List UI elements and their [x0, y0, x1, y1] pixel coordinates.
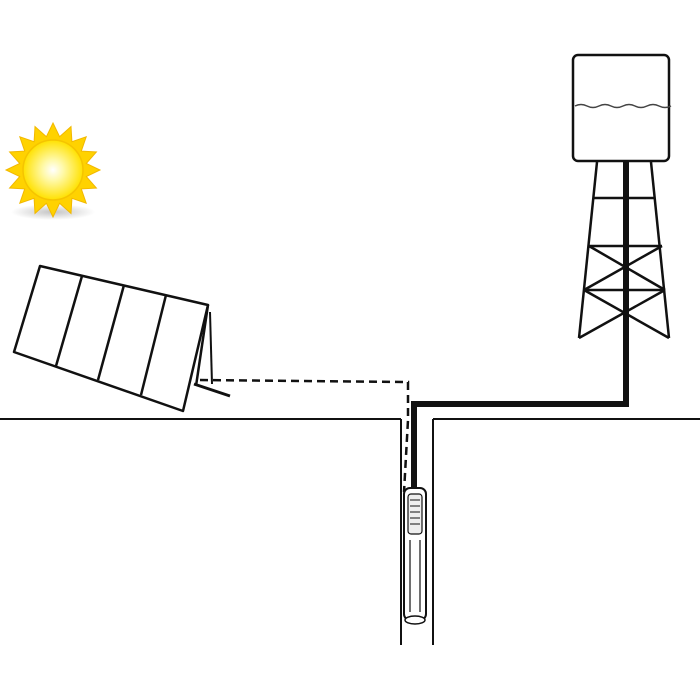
solar-panel-icon [12, 264, 231, 413]
tank-water-level [574, 103, 672, 109]
panel-stand-base [193, 382, 231, 398]
tower-brace [578, 288, 666, 340]
pump-icon [403, 487, 427, 625]
tower-leg-left [577, 161, 599, 339]
panel-stand-strut [209, 311, 213, 385]
borehole [400, 419, 434, 645]
tower-brace [583, 244, 663, 292]
water-pipe [411, 162, 629, 492]
panel-divider [54, 275, 84, 367]
pump-base [404, 615, 426, 625]
panel-stand-leg [194, 304, 210, 387]
control-cable [199, 378, 410, 493]
tower-brace [583, 288, 670, 340]
tower-leg-right [649, 161, 671, 339]
lattice-tower-icon [577, 161, 671, 340]
sun-icon [4, 121, 102, 220]
solar-panel-frame [12, 264, 210, 413]
tower-brace [588, 244, 666, 292]
tank-body [571, 53, 671, 163]
panel-divider [96, 284, 126, 381]
sun-core [22, 139, 84, 201]
water-tank-icon [571, 53, 672, 163]
panel-divider [139, 294, 168, 396]
